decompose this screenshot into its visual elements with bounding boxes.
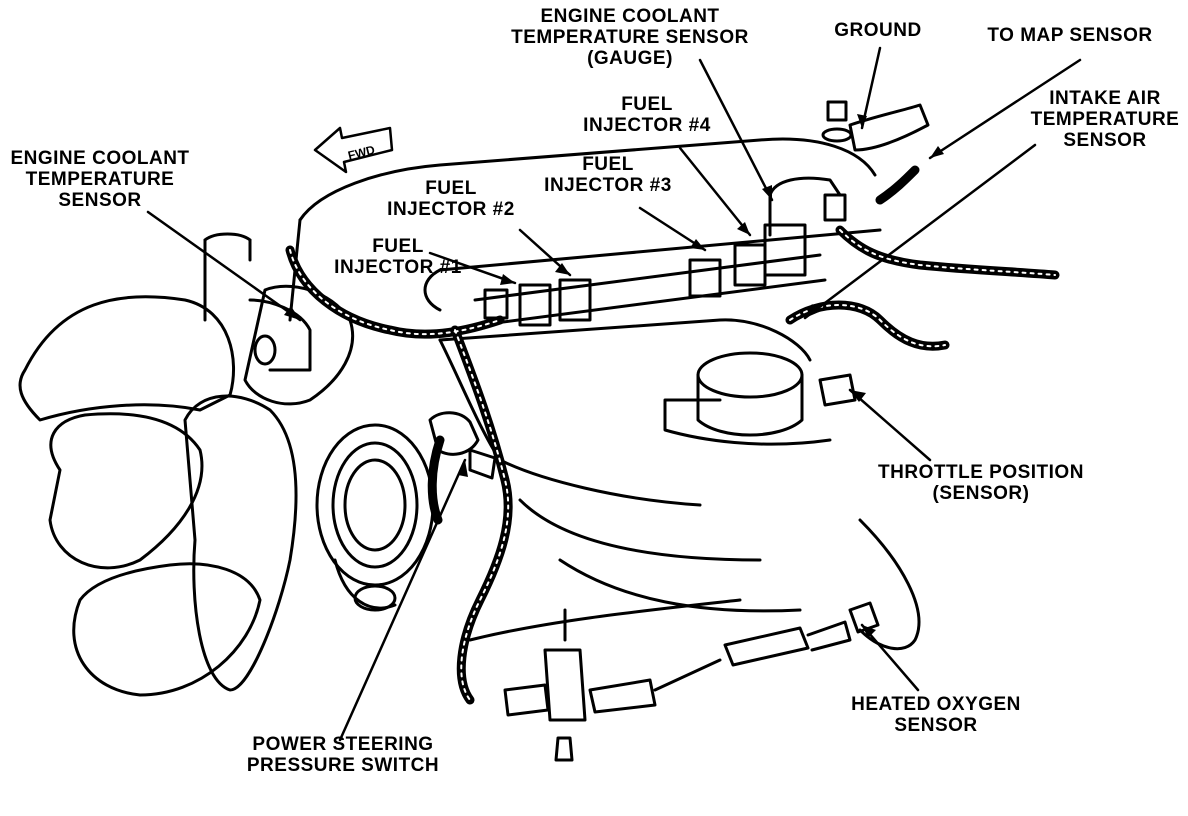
cooling-fan <box>18 284 355 697</box>
leader-throttle <box>848 388 932 462</box>
leader-intake-air <box>803 143 1037 320</box>
leader-power-steering <box>338 458 467 742</box>
label-throttle-position: THROTTLE POSITION (SENSOR) <box>878 462 1084 504</box>
ground-terminal <box>821 100 930 152</box>
label-power-steering: POWER STEERING PRESSURE SWITCH <box>246 734 440 776</box>
label-heated-oxygen: HEATED OXYGEN SENSOR <box>851 694 1021 736</box>
harness-ribbing <box>289 229 1056 701</box>
label-ect-sensor: ENGINE COOLANT TEMPERATURE SENSOR <box>10 148 190 211</box>
oxygen-sensor-assembly <box>503 601 880 762</box>
label-intake-air: INTAKE AIR TEMPERATURE SENSOR <box>1030 88 1180 151</box>
label-fuel-injector-1: FUEL INJECTOR #1 <box>334 236 462 278</box>
crank-pulley <box>315 423 435 612</box>
label-fuel-injector-3: FUEL INJECTOR #3 <box>544 154 672 196</box>
leader-ect-gauge <box>698 58 774 202</box>
leader-injector-4 <box>678 146 752 237</box>
forward-arrow-icon: FWD <box>313 126 394 174</box>
leader-lines <box>146 46 1082 742</box>
fuel-rail <box>473 176 847 327</box>
engine-block <box>203 137 921 651</box>
forward-arrow-label: FWD <box>346 143 376 163</box>
throttle-body <box>663 351 857 446</box>
leader-ground <box>860 46 882 130</box>
leader-ect-sensor <box>146 210 302 322</box>
label-fuel-injector-4: FUEL INJECTOR #4 <box>583 94 711 136</box>
label-map-sensor: TO MAP SENSOR <box>987 25 1153 46</box>
leader-oxygen <box>860 623 920 692</box>
label-fuel-injector-2: FUEL INJECTOR #2 <box>387 178 515 220</box>
leader-injector-1 <box>428 251 517 285</box>
leader-map-sensor <box>928 58 1082 160</box>
power-steering-switch <box>428 411 497 480</box>
label-ect-gauge: ENGINE COOLANT TEMPERATURE SENSOR (GAUGE… <box>511 6 749 69</box>
leader-arrowheads <box>284 114 944 638</box>
label-ground: GROUND <box>834 20 922 41</box>
